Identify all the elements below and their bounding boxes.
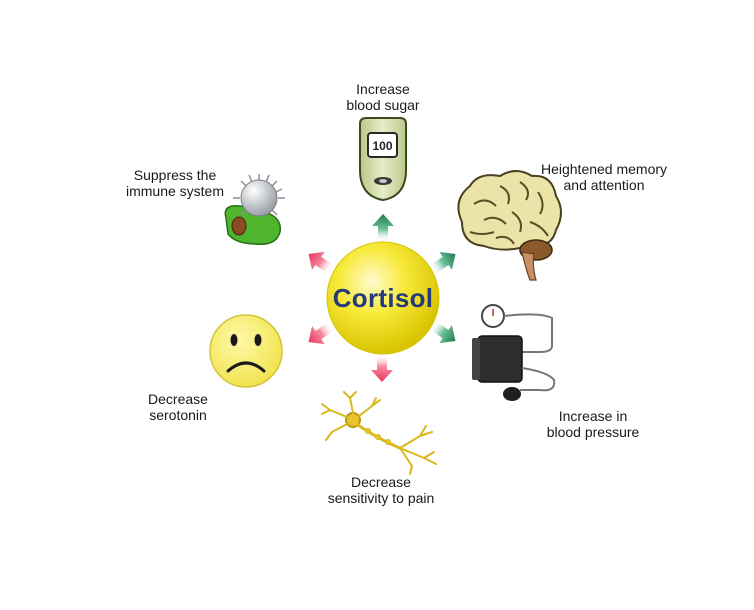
brain-icon	[457, 170, 562, 281]
arrow-up-green	[372, 214, 394, 242]
sad-face-icon	[209, 314, 283, 388]
svg-text:100: 100	[372, 139, 392, 153]
glucose-meter-icon: 100	[359, 117, 407, 202]
arrow-down-red	[371, 354, 393, 382]
cortisol-circle	[326, 241, 440, 355]
label-memory: Heightened memory and attention	[540, 161, 668, 193]
blood-pressure-monitor-icon	[472, 304, 556, 401]
label-blood-pressure: Increase in blood pressure	[546, 408, 640, 440]
label-blood-sugar: Increase blood sugar	[346, 81, 420, 113]
arrow-downleft-red	[308, 321, 335, 345]
arrow-downright-green	[429, 320, 456, 344]
arrow-upleft-red	[308, 251, 335, 275]
label-pain: Decrease sensitivity to pain	[327, 474, 435, 506]
label-serotonin: Decrease serotonin	[148, 391, 208, 423]
cortisol-label: Cortisol	[332, 283, 434, 313]
arrow-upright-green	[429, 251, 456, 275]
label-immune: Suppress the immune system	[125, 167, 225, 199]
neuron-icon	[321, 391, 437, 475]
immune-cell-icon	[224, 174, 285, 245]
